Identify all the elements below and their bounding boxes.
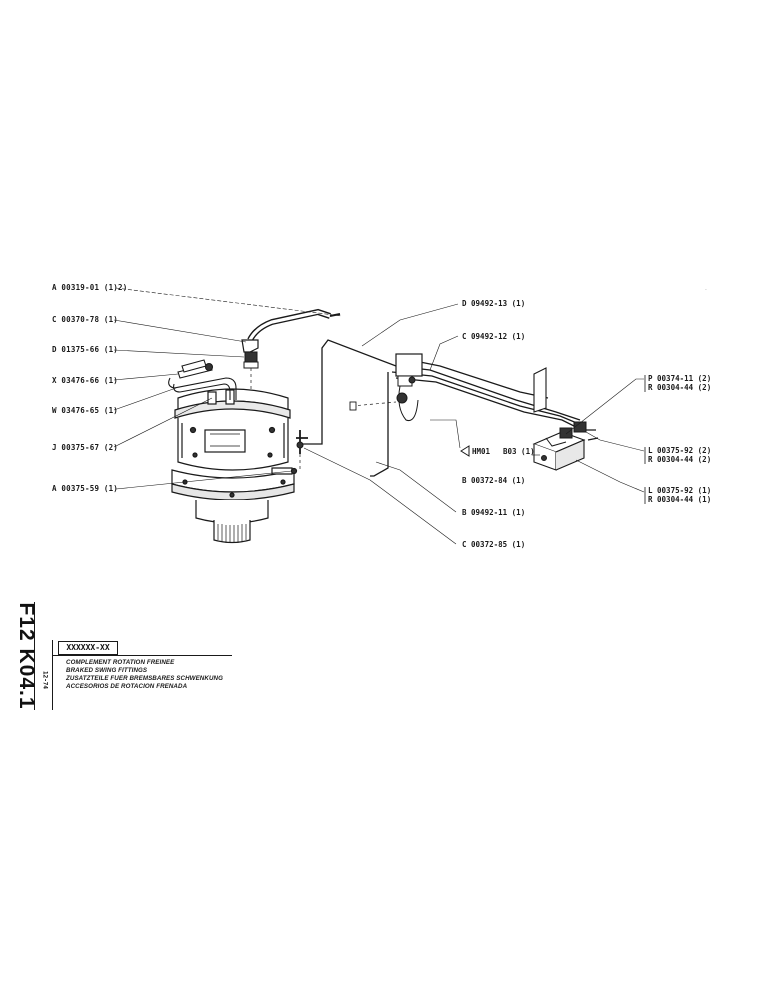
- callout-b-09492-11: B 09492-11 (1): [462, 508, 525, 517]
- callout-w-03476-65: W 03476-65 (1): [52, 406, 118, 415]
- callout-a-00375-59: A 00375-59 (1): [52, 484, 118, 493]
- callout-c-09492-12: C 09492-12 (1): [462, 332, 525, 341]
- swing-motor-drawing: [171, 388, 298, 544]
- title-block-left-rule: [34, 602, 35, 710]
- left-callouts: A 00319-01 (1)2) C 00370-78 (1) D 01375-…: [52, 283, 127, 493]
- callout-b-00372-84: B 00372-84 (1): [462, 476, 525, 485]
- brake-piping-drawing: [296, 339, 599, 477]
- title-block-top-rule: [52, 655, 232, 656]
- callout-j-00375-67: J 00375-67 (2): [52, 443, 118, 452]
- callout-d-09492-13: D 09492-13 (1): [462, 299, 525, 308]
- svg-text:.: .: [705, 285, 707, 292]
- callout-c-00370-78: C 00370-78 (1): [52, 315, 118, 324]
- callout-x-03476-66: X 03476-66 (1): [52, 376, 118, 385]
- leader-lines: [113, 287, 645, 545]
- callout-l-00375-92-a: L 00375-92 (2): [648, 446, 711, 455]
- callout-a-00319-01: A 00319-01 (1)2): [52, 283, 127, 292]
- title-fr: COMPLEMENT ROTATION FREINEE: [66, 659, 175, 666]
- left-triangle-arrow-icon: [460, 445, 470, 457]
- title-en: BRAKED SWING FITTINGS: [66, 667, 148, 674]
- title-es: ACCESORIOS DE ROTACION FRENADA: [66, 683, 188, 690]
- callout-r-00304-44-a: R 00304-44 (2): [648, 383, 711, 392]
- callout-r-00304-44-b: R 00304-44 (2): [648, 455, 711, 464]
- callout-l-00375-92-b: L 00375-92 (1): [648, 486, 711, 495]
- callout-d-01375-66: D 01375-66 (1): [52, 345, 118, 354]
- title-de: ZUSATZTEILE FUER BREMSBARES SCHWENKUNG: [66, 675, 223, 682]
- sheet-code: F12 K04.1: [15, 602, 38, 710]
- hm-ref: B03 (1): [503, 447, 535, 456]
- loop-fitting-drawing: [168, 359, 237, 400]
- right-callouts: D 09492-13 (1) C 09492-12 (1) P 00374-11…: [460, 299, 711, 549]
- title-block-mid-rule: [52, 640, 53, 710]
- part-code-box: XXXXXX-XX: [58, 641, 118, 655]
- hm-code: HM01: [472, 447, 491, 456]
- sheet-date: 12-74: [41, 670, 49, 690]
- callout-r-00304-44-c: R 00304-44 (1): [648, 495, 711, 504]
- callout-p-00374-11: P 00374-11 (2): [648, 374, 711, 383]
- hose-assembly-drawing: [241, 308, 341, 392]
- callout-c-00372-85: C 00372-85 (1): [462, 540, 525, 549]
